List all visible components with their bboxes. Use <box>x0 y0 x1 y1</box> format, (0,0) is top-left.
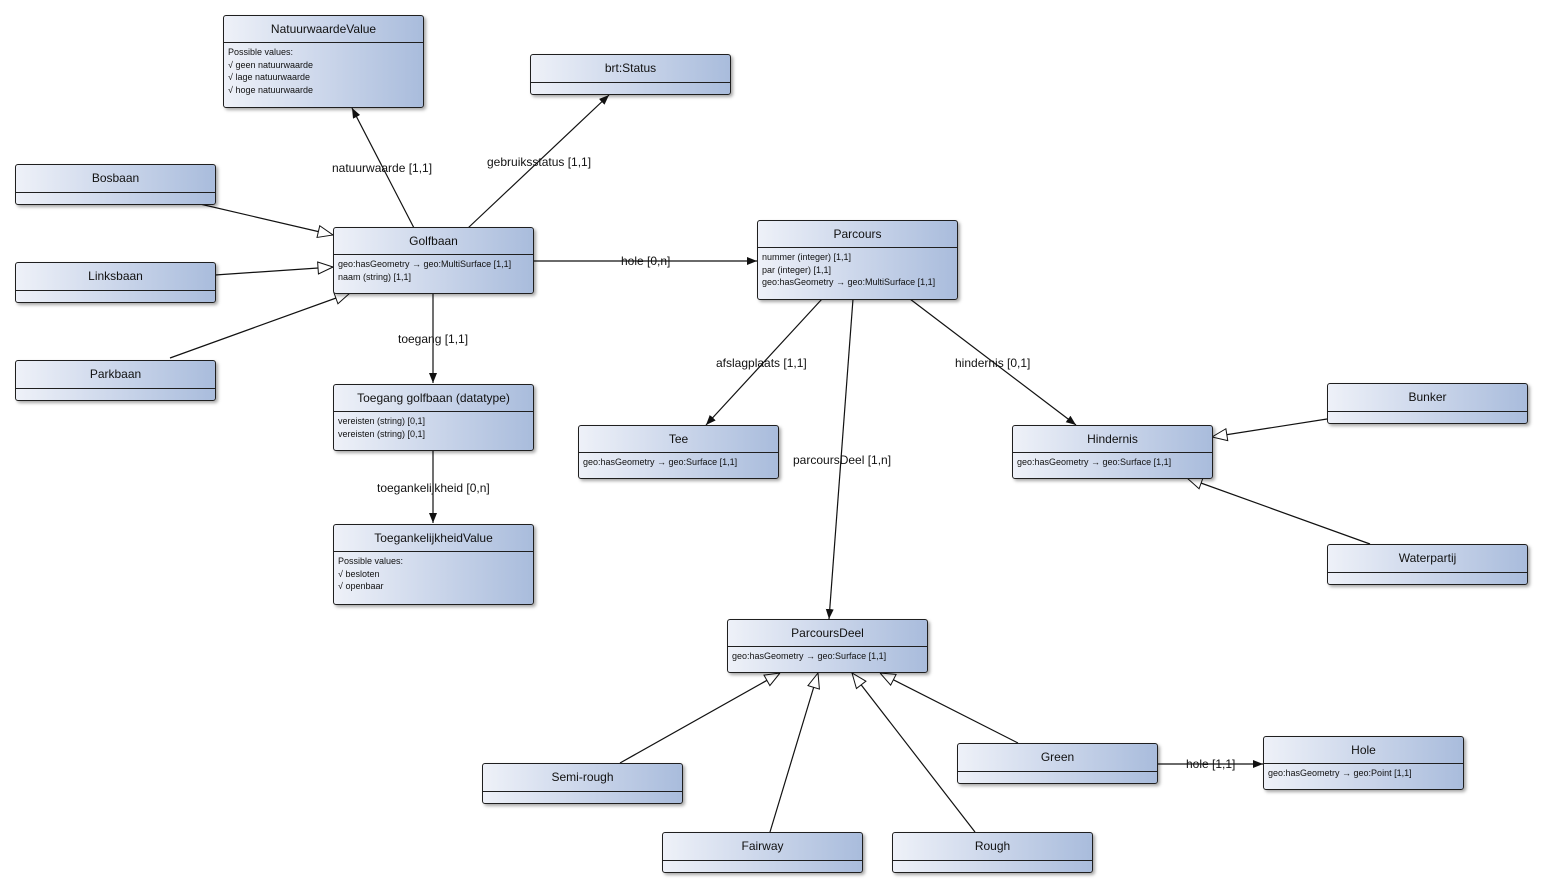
gen-bunker <box>1212 418 1328 437</box>
edge-natuurwaarde <box>351 107 415 229</box>
enum-line: √ hoge natuurwaarde <box>228 84 313 95</box>
label-hindernis: hindernis [0,1] <box>955 356 1031 370</box>
class-tee[interactable]: Tee geo:hasGeometry → geo:Surface [1,1] <box>578 425 779 479</box>
class-title: Waterpartij <box>1328 545 1527 573</box>
class-golfbaan[interactable]: Golfbaan geo:hasGeometry → geo:MultiSurf… <box>333 227 534 294</box>
label-hole-golfbaan: hole [0,n] <box>621 254 671 268</box>
class-title: Green <box>958 744 1157 772</box>
edge-afslagplaats <box>705 298 823 426</box>
class-title: Parcours <box>758 221 957 248</box>
enum-line: Possible values: <box>228 47 294 57</box>
class-title: NatuurwaardeValue <box>224 16 423 43</box>
class-title: Hindernis <box>1013 426 1212 453</box>
class-hole[interactable]: Hole geo:hasGeometry → geo:Point [1,1] <box>1263 736 1464 790</box>
class-title: Linksbaan <box>16 263 215 291</box>
attribute-line: naam (string) [1,1] <box>338 271 412 282</box>
class-title: Tee <box>579 426 778 453</box>
class-title: ToegankelijkheidValue <box>334 525 533 552</box>
class-semi-rough[interactable]: Semi-rough <box>482 763 683 804</box>
class-title: ParcoursDeel <box>728 620 927 647</box>
gen-linksbaan <box>214 267 333 276</box>
class-bunker[interactable]: Bunker <box>1327 383 1528 424</box>
enum-line: √ lage natuurwaarde <box>228 72 310 82</box>
attribute-line: vereisten (string) [0,1] <box>338 428 426 439</box>
class-title: Fairway <box>663 833 862 861</box>
gen-parkbaan <box>169 293 350 359</box>
label-natuurwaarde: natuurwaarde [1,1] <box>332 161 433 175</box>
class-linksbaan[interactable]: Linksbaan <box>15 262 216 303</box>
gen-fairway <box>769 673 818 833</box>
class-hindernis[interactable]: Hindernis geo:hasGeometry → geo:Surface … <box>1012 425 1213 479</box>
class-title: Toegang golfbaan (datatype) <box>334 385 533 412</box>
class-bosbaan[interactable]: Bosbaan <box>15 164 216 205</box>
attribute-line: geo:hasGeometry → geo:Surface [1,1] <box>1017 457 1172 467</box>
enum-line: Possible values: <box>338 556 404 566</box>
label-afslagplaats: afslagplaats [1,1] <box>716 356 807 370</box>
class-title: Parkbaan <box>16 361 215 389</box>
attribute-line: par (integer) [1,1] <box>762 264 832 275</box>
class-parcours[interactable]: Parcours nummer (integer) [1,1] par (int… <box>757 220 958 300</box>
class-waterpartij[interactable]: Waterpartij <box>1327 544 1528 585</box>
label-gebruiksstatus: gebruiksstatus [1,1] <box>487 155 592 169</box>
class-toegankelijkheidvalue[interactable]: ToegankelijkheidValue Possible values: √… <box>333 524 534 605</box>
gen-green <box>880 673 1019 744</box>
class-fairway[interactable]: Fairway <box>662 832 863 873</box>
class-rough[interactable]: Rough <box>892 832 1093 873</box>
gen-semirough <box>619 673 780 764</box>
class-parkbaan[interactable]: Parkbaan <box>15 360 216 401</box>
attribute-line: geo:hasGeometry → geo:Surface [1,1] <box>583 457 738 467</box>
enum-line: √ besloten <box>338 568 380 579</box>
attribute-line: geo:hasGeometry → geo:MultiSurface [1,1] <box>762 277 936 287</box>
gen-waterpartij <box>1187 478 1371 545</box>
class-green[interactable]: Green <box>957 743 1158 784</box>
attribute-line: vereisten (string) [0,1] <box>338 416 426 426</box>
attribute-line: nummer (integer) [1,1] <box>762 252 852 262</box>
class-title: Semi-rough <box>483 764 682 792</box>
edge-parcoursdeel <box>825 298 854 620</box>
class-toegang-golfbaan[interactable]: Toegang golfbaan (datatype) vereisten (s… <box>333 384 534 451</box>
class-natuurwaardevalue[interactable]: NatuurwaardeValue Possible values: √ gee… <box>223 15 424 108</box>
edge-hindernis <box>909 298 1077 426</box>
enum-line: √ openbaar <box>338 581 384 591</box>
class-brt-status[interactable]: brt:Status <box>530 54 731 95</box>
edge-gebruiksstatus <box>467 94 610 229</box>
label-toegankelijkheid: toegankelijkheid [0,n] <box>377 481 490 495</box>
class-parcoursdeel[interactable]: ParcoursDeel geo:hasGeometry → geo:Surfa… <box>727 619 928 673</box>
enum-line: √ geen natuurwaarde <box>228 59 313 70</box>
attribute-line: geo:hasGeometry → geo:Point [1,1] <box>1268 768 1412 778</box>
class-title: Bosbaan <box>16 165 215 193</box>
class-title: Rough <box>893 833 1092 861</box>
attribute-line: geo:hasGeometry → geo:MultiSurface [1,1] <box>338 259 512 269</box>
class-title: brt:Status <box>531 55 730 83</box>
label-toegang: toegang [1,1] <box>398 332 469 346</box>
class-title: Golfbaan <box>334 228 533 255</box>
label-parcoursdeel: parcoursDeel [1,n] <box>793 453 892 467</box>
attribute-line: geo:hasGeometry → geo:Surface [1,1] <box>732 651 887 661</box>
class-title: Hole <box>1264 737 1463 764</box>
label-hole-green: hole [1,1] <box>1186 757 1236 771</box>
gen-bosbaan <box>199 203 333 235</box>
class-title: Bunker <box>1328 384 1527 412</box>
gen-rough <box>852 673 976 833</box>
